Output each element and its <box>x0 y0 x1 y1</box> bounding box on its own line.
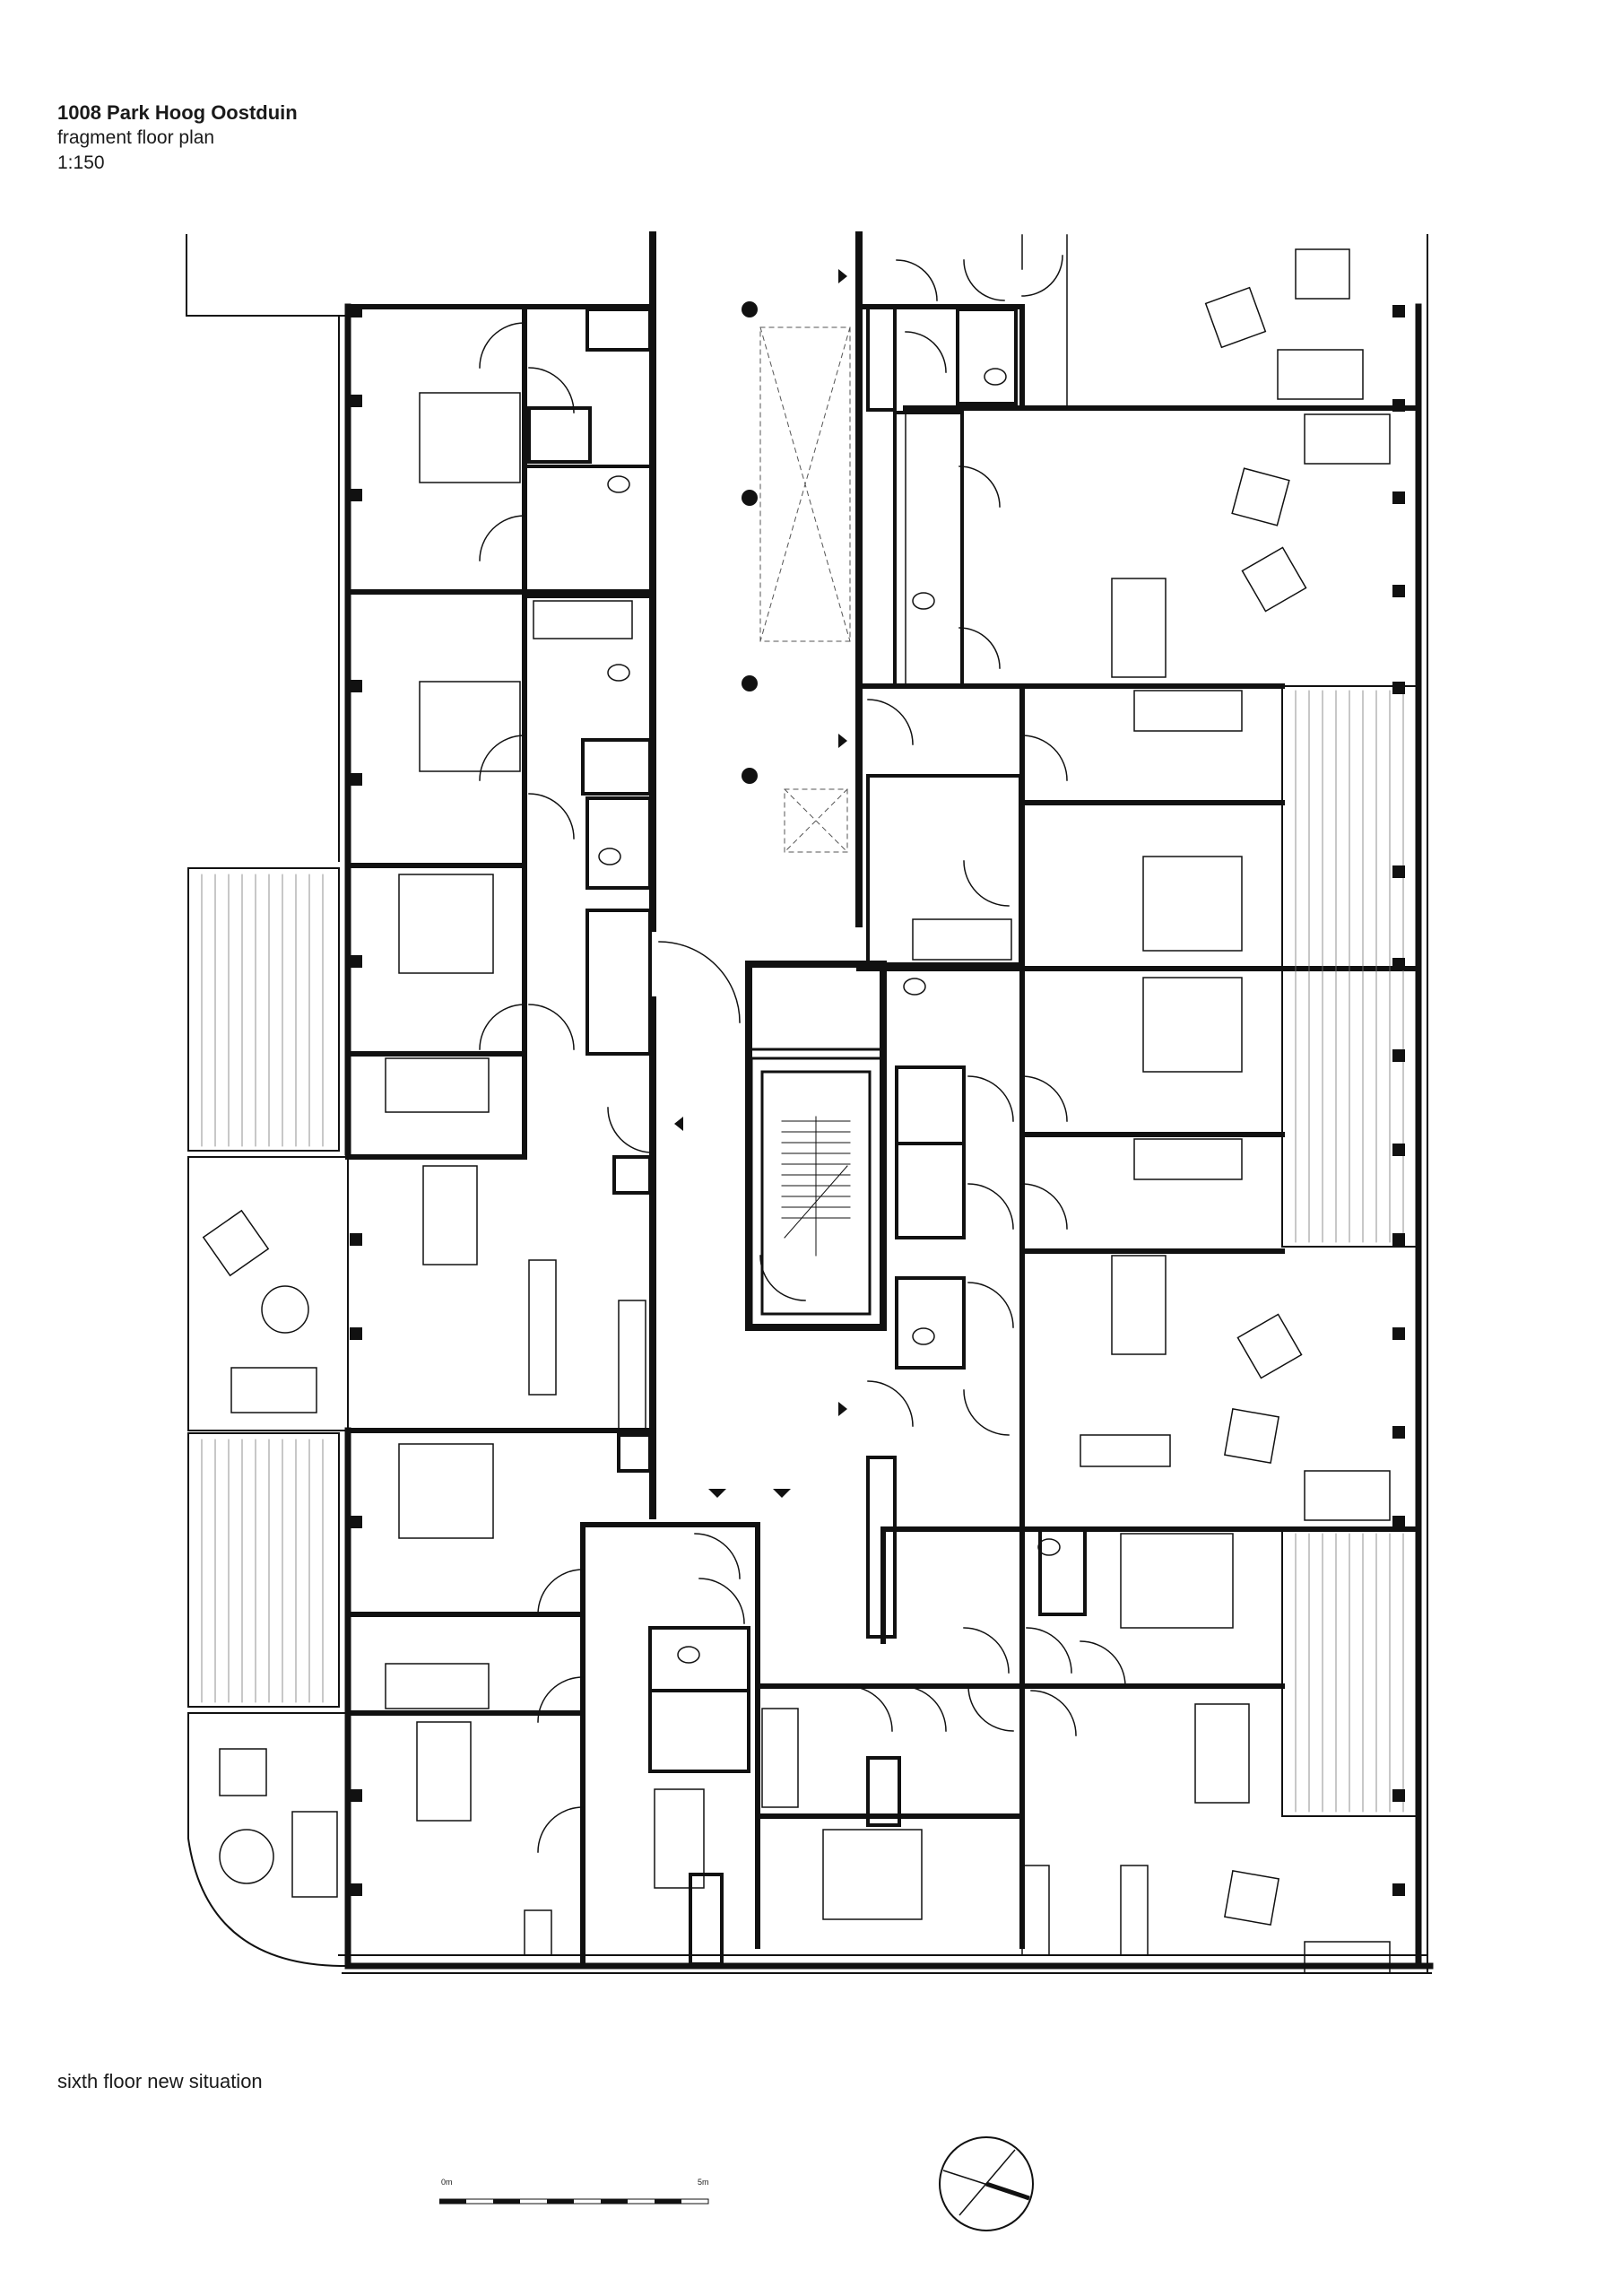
round-tables <box>219 1285 309 1884</box>
facade-thin-lines <box>186 234 1432 1974</box>
columns <box>350 301 1405 1896</box>
scale-bar <box>439 2198 709 2205</box>
right-balcony-slats <box>1295 690 1404 1813</box>
left-balconies <box>187 867 349 1967</box>
stair-treads <box>781 1116 851 1257</box>
stair-core <box>750 1048 885 1329</box>
scale-end-label: 5m <box>698 2178 709 2187</box>
doors <box>479 255 1126 1853</box>
corridor-walls <box>649 231 887 1519</box>
direction-markers <box>674 269 847 1498</box>
left-rooms <box>345 304 760 1969</box>
title-block: 1008 Park Hoog Oostduin fragment floor p… <box>57 100 298 176</box>
drawing-scale: 1:150 <box>57 152 105 173</box>
drawing-caption: sixth floor new situation <box>57 2070 263 2092</box>
project-title: 1008 Park Hoog Oostduin <box>57 101 298 124</box>
right-service-walls <box>866 305 1087 1827</box>
north-arrow-icon <box>939 2136 1034 2231</box>
single-beds <box>385 690 1243 1709</box>
right-balconies <box>1281 685 1419 1817</box>
upper-context <box>858 234 1350 687</box>
kitchen-counters <box>524 1259 1171 1956</box>
left-service-walls <box>527 308 750 1966</box>
scale-start-label: 0m <box>441 2178 453 2187</box>
left-balcony-slats <box>201 874 324 1703</box>
dining-tables <box>416 578 1250 1822</box>
drawing-subtitle: fragment floor plan <box>57 127 215 148</box>
armchairs <box>202 286 1307 1926</box>
beds <box>398 392 1243 1920</box>
toilets <box>598 368 1061 1664</box>
bathtubs <box>533 600 1012 1889</box>
sofas <box>230 349 1391 1974</box>
corridor-dashed-zone <box>759 326 851 853</box>
